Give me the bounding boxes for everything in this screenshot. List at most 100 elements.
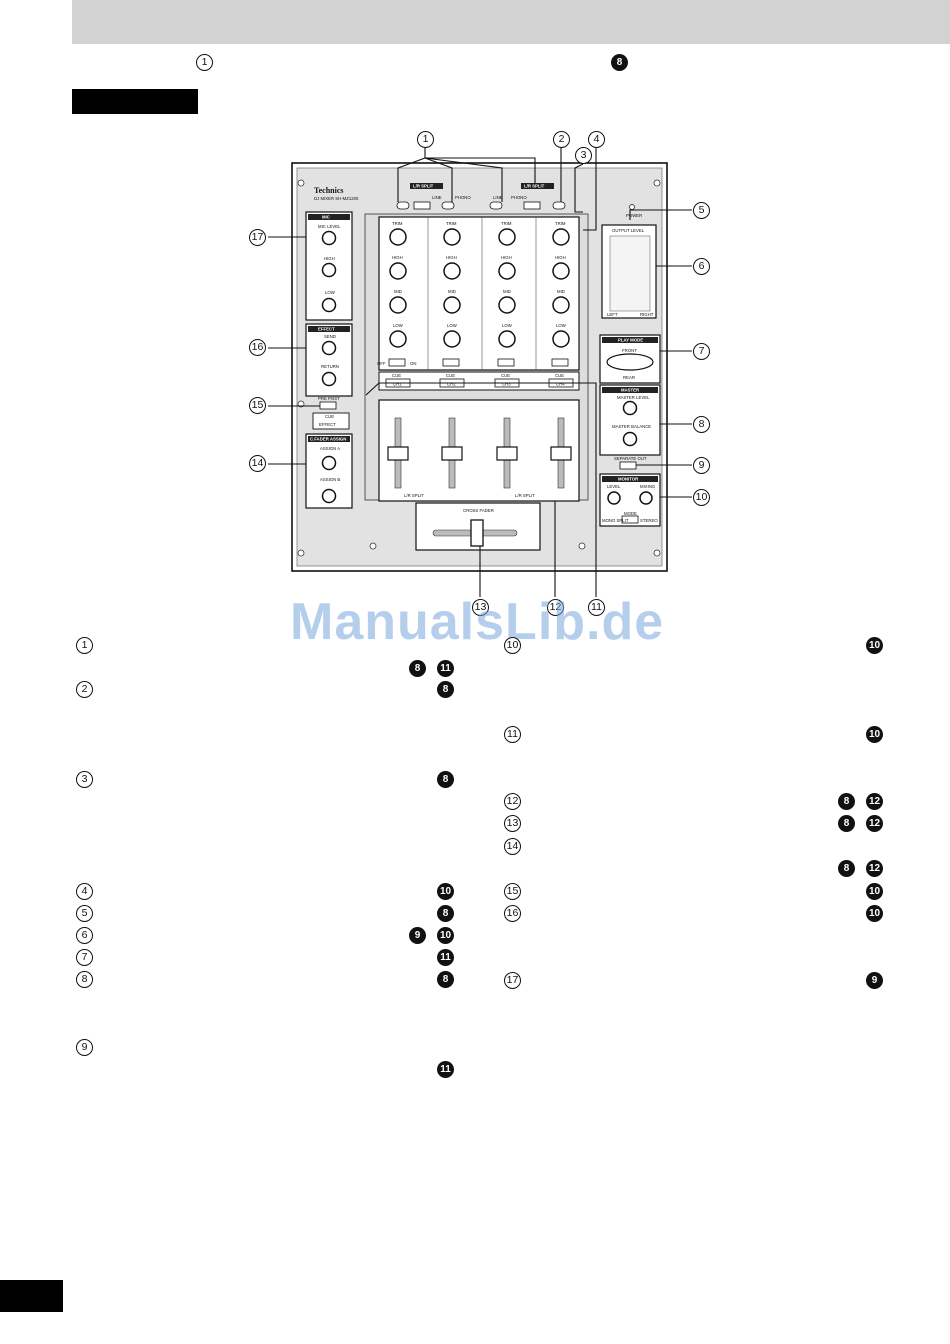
mid-label-3: MID [503, 289, 511, 294]
effect-title: EFFECT [318, 327, 335, 332]
master-title: MASTER [621, 388, 640, 393]
legend-num-5: 5 [76, 905, 93, 922]
output-level-title: OUTPUT LEVEL [612, 228, 645, 233]
cue-label-4: CUE [555, 373, 564, 378]
eq-knobs [389, 228, 570, 348]
legend-num-7: 7 [76, 949, 93, 966]
trim-label-1: TRIM [392, 221, 403, 226]
eq-panel [378, 216, 580, 371]
cue-label-1: CUE [392, 373, 401, 378]
mixer-diagram: Technics DJ MIXER SH-MZ1200 POWER L/R SP… [268, 148, 692, 597]
master-level-label: MASTER LEVEL [617, 395, 650, 400]
legend-ref: 11 [437, 660, 454, 677]
lr-split-fader-label-2: L/R SPLIT [515, 493, 535, 498]
cue-button-ch2: CH2 [447, 381, 456, 386]
legend-ref: 8 [437, 971, 454, 988]
top-switches [396, 201, 566, 210]
legend-ref: 10 [866, 726, 883, 743]
legend-num-3: 3 [76, 771, 93, 788]
monitor-title: MONITOR [618, 477, 639, 482]
mic-panel: MIC MIC LEVEL HIGH LOW [305, 211, 353, 321]
diagram-callout-5: 5 [693, 202, 710, 219]
mono-split-label: MONO SPLIT [602, 518, 629, 523]
cue-button-ch1: CH1 [393, 381, 402, 386]
low-label-1: LOW [393, 323, 404, 328]
trim-label-4: TRIM [555, 221, 566, 226]
high-label-1: HIGH [392, 255, 403, 260]
cfader-assign-panel: C.FADER ASSIGN ASSIGN A ASSIGN B [305, 433, 353, 509]
legend-num-6: 6 [76, 927, 93, 944]
master-panel: MASTER MASTER LEVEL MASTER BALANCE [599, 384, 661, 456]
monitor-panel: MONITOR LEVEL MIXING MODE MONO SPLIT STE… [599, 473, 661, 527]
diagram-callout-2: 2 [553, 131, 570, 148]
diagram-callout-4: 4 [588, 131, 605, 148]
watermark: ManualsLib.de [290, 593, 665, 651]
legend-ref: 8 [838, 815, 855, 832]
legend-num-15: 15 [504, 883, 521, 900]
high-label-3: HIGH [501, 255, 512, 260]
diagram-callout-16: 16 [249, 339, 266, 356]
mic-high-label: HIGH [324, 256, 335, 261]
fader-panel [378, 399, 580, 502]
send-label: SEND [324, 334, 336, 339]
high-label-2: HIGH [446, 255, 457, 260]
high-label-4: HIGH [555, 255, 566, 260]
legend-ref: 12 [866, 793, 883, 810]
legend-ref: 9 [866, 972, 883, 989]
trim-label-2: TRIM [446, 221, 457, 226]
diagram-callout-1: 1 [417, 131, 434, 148]
legend-num-13: 13 [504, 815, 521, 832]
play-mode-front: FRONT [622, 348, 637, 353]
meter-left-label: LEFT [607, 312, 618, 317]
legend-ref: 11 [437, 1061, 454, 1078]
play-mode-rear: REAR [623, 375, 635, 380]
assign-a-label: ASSIGN A [320, 446, 340, 451]
legend-num-2: 2 [76, 681, 93, 698]
switch-label-phono-2: PHONO [511, 195, 527, 200]
legend-num-10: 10 [504, 637, 521, 654]
model-label: DJ MIXER SH-MZ1200 [314, 196, 359, 201]
diagram-callout-17: 17 [249, 229, 266, 246]
intro-page-ref: 8 [611, 54, 628, 71]
diagram-callout-3: 3 [575, 147, 592, 164]
diagram-callout-15: 15 [249, 397, 266, 414]
low-label-2: LOW [447, 323, 458, 328]
diagram-callout-8: 8 [693, 416, 710, 433]
monitor-mixing-label: MIXING [640, 484, 656, 489]
legend-num-16: 16 [504, 905, 521, 922]
legend-ref: 10 [437, 927, 454, 944]
effect-panel: EFFECT SEND RETURN [305, 323, 353, 397]
legend-ref: 10 [437, 883, 454, 900]
legend-ref: 8 [437, 771, 454, 788]
play-mode-panel: PLAY MODE FRONT REAR [599, 334, 661, 384]
legend-num-4: 4 [76, 883, 93, 900]
lr-split-fader-label-1: L/R SPLIT [404, 493, 424, 498]
separate-out-label: SEPARATE OUT [614, 456, 647, 461]
power-label: POWER [626, 213, 642, 218]
legend-num-1: 1 [76, 637, 93, 654]
ch1-on-label: ON [410, 361, 416, 366]
cue-effect-cue-label: CUE [325, 414, 334, 419]
cfader-assign-title: C.FADER ASSIGN [310, 437, 346, 442]
diagram-callout-9: 9 [693, 457, 710, 474]
diagram-callout-13: 13 [472, 599, 489, 616]
mid-label-1: MID [394, 289, 402, 294]
cue-button-ch4: CH4 [556, 381, 565, 386]
return-label: RETURN [321, 364, 339, 369]
mid-label-4: MID [557, 289, 565, 294]
legend-ref: 8 [838, 793, 855, 810]
eq-labels: TRIM TRIM TRIM TRIM HIGH HIGH HIGH HIGH … [392, 221, 567, 328]
section-tab [72, 89, 198, 114]
ch1-off-label: OFF [377, 361, 386, 366]
switch-label-line-2: LINE [493, 195, 503, 200]
diagram-callout-12: 12 [547, 599, 564, 616]
monitor-level-label: LEVEL [607, 484, 621, 489]
diagram-callout-11: 11 [588, 599, 605, 616]
switch-label-phono-1: PHONO [455, 195, 471, 200]
cue-effect-label: EFFECT [319, 422, 336, 427]
switch-label-line-1: LINE [432, 195, 442, 200]
legend-num-14: 14 [504, 838, 521, 855]
separate-out-switch [619, 461, 637, 470]
play-mode-title: PLAY MODE [618, 338, 643, 343]
brand-logo: Technics [314, 186, 344, 195]
